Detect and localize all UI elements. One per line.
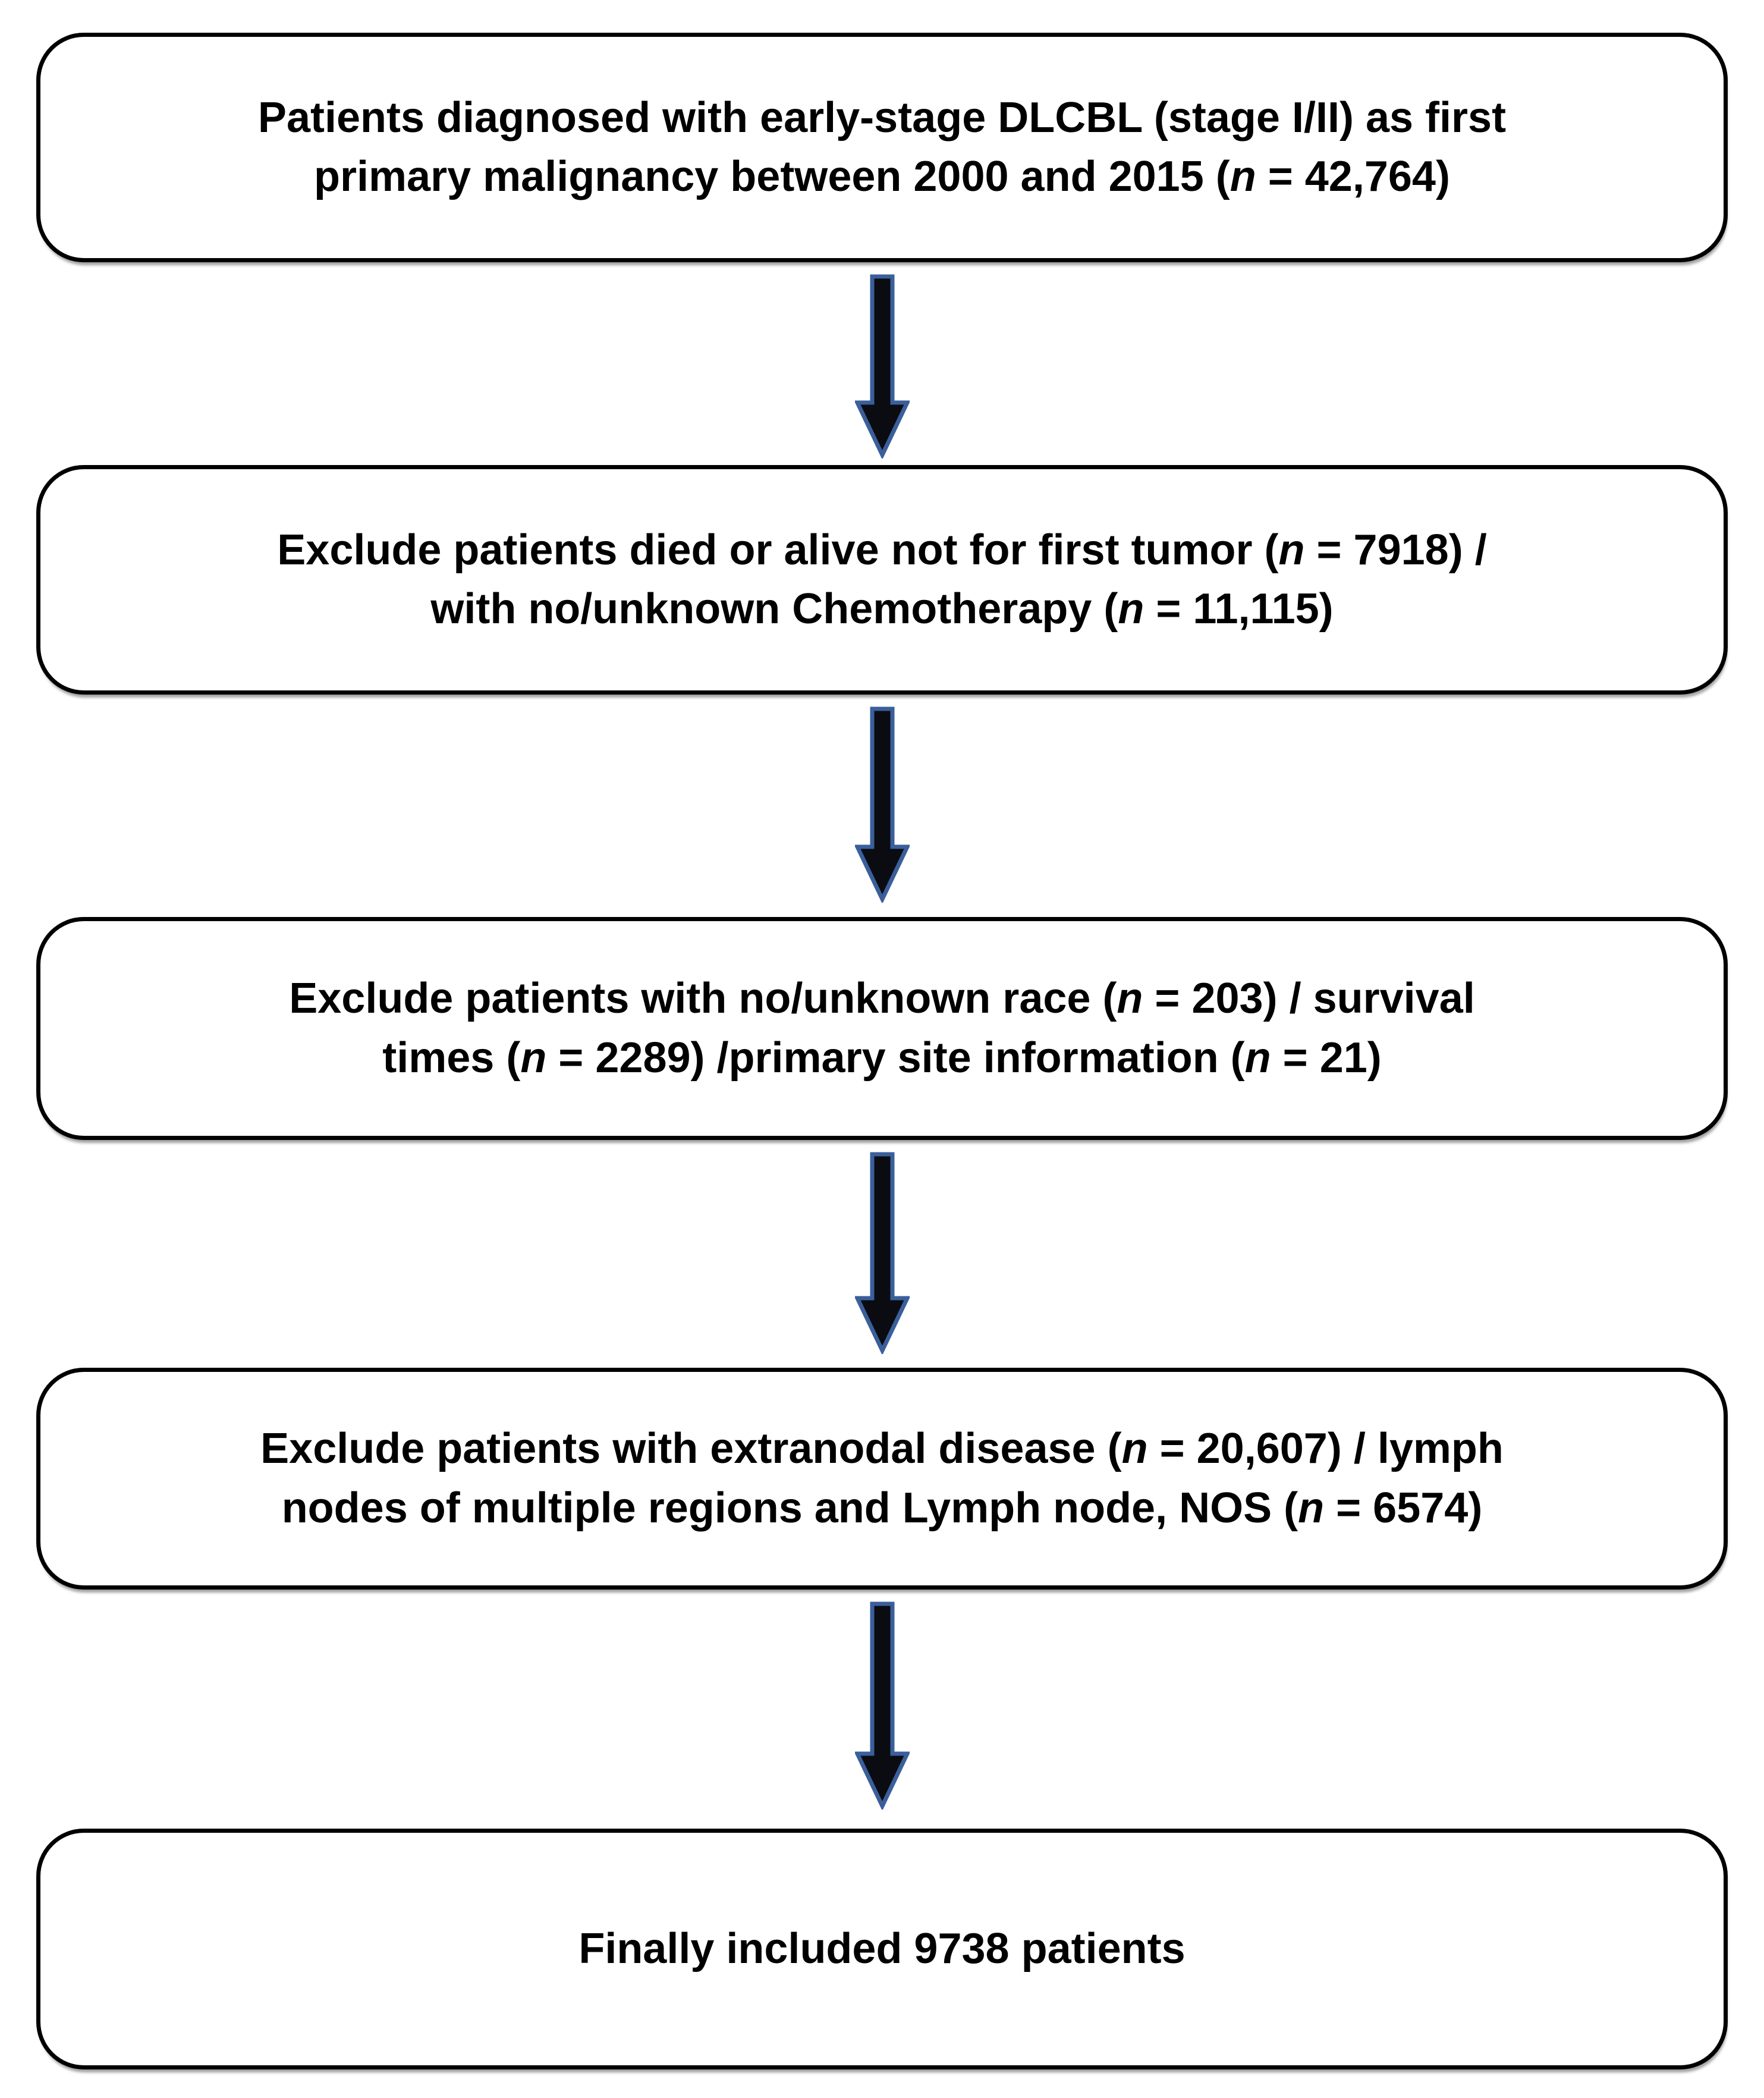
patient-selection-flowchart: Patients diagnosed with early-stage DLCB…: [36, 33, 1728, 2069]
flow-box-text-line: Finally included 9738 patients: [578, 1924, 1186, 1973]
flow-box-final-cohort: Finally included 9738 patients: [36, 1829, 1728, 2069]
down-arrow-icon: [854, 706, 910, 903]
flow-box-text-line: Patients diagnosed with early-stage DLCB…: [257, 93, 1507, 142]
flow-connector-3: [854, 1140, 910, 1368]
down-arrow-icon: [854, 274, 910, 458]
flow-box-text-line: Exclude patients died or alive not for f…: [277, 526, 1487, 574]
flow-box-initial-cohort: Patients diagnosed with early-stage DLCB…: [36, 33, 1728, 262]
down-arrow-icon: [854, 1152, 910, 1354]
flow-connector-1: [854, 262, 910, 465]
flow-box-exclusion-3: Exclude patients with extranodal disease…: [36, 1368, 1728, 1590]
flow-box-text-line: Exclude patients with no/unknown race (n…: [289, 975, 1475, 1023]
flow-box-exclusion-1: Exclude patients died or alive not for f…: [36, 465, 1728, 695]
down-arrow-icon: [854, 1601, 910, 1810]
flow-box-exclusion-2: Exclude patients with no/unknown race (n…: [36, 917, 1728, 1140]
flow-connector-2: [854, 695, 910, 917]
flow-box-text-line: primary malignancy between 2000 and 2015…: [314, 153, 1450, 200]
flow-connector-4: [854, 1590, 910, 1829]
flow-box-text-line: Exclude patients with extranodal disease…: [260, 1425, 1504, 1473]
flow-box-text-line: nodes of multiple regions and Lymph node…: [281, 1484, 1483, 1532]
flow-box-text-line: times (n = 2289) /primary site informati…: [382, 1034, 1382, 1082]
flow-box-text-line: with no/unknown Chemotherapy (n = 11,115…: [430, 585, 1334, 633]
